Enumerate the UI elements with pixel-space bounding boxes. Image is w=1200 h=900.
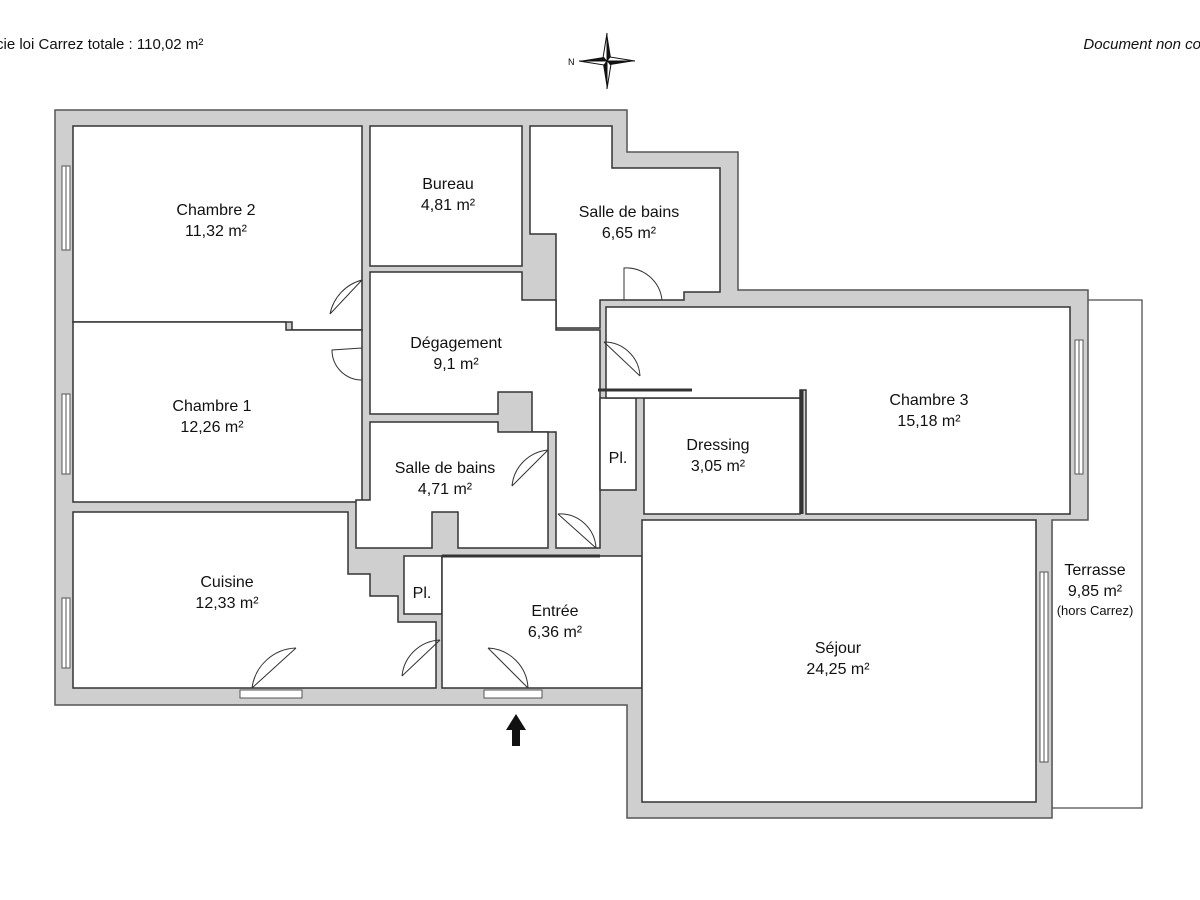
room-name: Chambre 2 xyxy=(176,202,256,219)
room-name: Pl. xyxy=(412,585,432,602)
room-area: 24,25 m² xyxy=(806,661,870,678)
room-area: 6,36 m² xyxy=(527,624,583,641)
label-salle-de-bains-2: Salle de bains 4,71 m² xyxy=(395,458,496,500)
label-salle-de-bains-1: Salle de bains 6,65 m² xyxy=(579,202,680,244)
label-placard-1: Pl. xyxy=(609,448,628,469)
label-bureau: Bureau 4,81 m² xyxy=(421,174,475,216)
room-placard-2 xyxy=(403,555,443,615)
room-name: Dressing xyxy=(686,437,750,454)
room-area: 6,65 m² xyxy=(601,225,657,242)
room-salle-de-bains-2 xyxy=(355,421,549,549)
room-area: 12,26 m² xyxy=(180,419,244,436)
room-name: Salle de bains xyxy=(394,460,496,477)
room-name: Cuisine xyxy=(200,574,254,591)
label-chambre-1: Chambre 1 12,26 m² xyxy=(172,396,251,438)
room-cuisine xyxy=(72,511,437,689)
windows xyxy=(61,165,1084,763)
room-area: 3,05 m² xyxy=(690,458,746,475)
room-placard-1 xyxy=(599,397,637,491)
label-sejour: Séjour 24,25 m² xyxy=(806,638,869,680)
room-name: Entrée xyxy=(531,603,579,620)
room-name: Chambre 3 xyxy=(889,392,969,409)
total-surface-text: cie loi Carrez totale : 110,02 m² xyxy=(0,36,204,53)
room-area: 11,32 m² xyxy=(185,223,247,240)
room-note: (hors Carrez) xyxy=(1056,603,1134,618)
room-name: Salle de bains xyxy=(578,204,680,221)
room-name: Pl. xyxy=(608,450,628,467)
room-name: Bureau xyxy=(422,176,474,193)
label-chambre-3: Chambre 3 15,18 m² xyxy=(889,390,968,432)
room-area: 12,33 m² xyxy=(195,595,259,612)
room-chambre-3 xyxy=(605,306,1071,515)
room-bureau xyxy=(369,125,523,267)
label-terrasse: Terrasse 9,85 m² (hors Carrez) xyxy=(1057,560,1134,619)
room-name: Chambre 1 xyxy=(172,398,252,415)
door-swings xyxy=(251,267,663,689)
room-degagement xyxy=(369,271,601,549)
room-name: Dégagement xyxy=(410,335,502,352)
room-area: 4,81 m² xyxy=(420,197,476,214)
room-area: 4,71 m² xyxy=(417,481,473,498)
compass-north-letter: N xyxy=(568,57,575,67)
entrance-arrow-icon xyxy=(506,714,526,746)
label-degagement: Dégagement 9,1 m² xyxy=(410,333,502,375)
label-chambre-2: Chambre 2 11,32 m² xyxy=(176,200,255,242)
compass-rose-icon: N xyxy=(568,32,636,90)
label-dressing: Dressing 3,05 m² xyxy=(686,435,749,477)
room-area: 9,85 m² xyxy=(1067,583,1123,600)
room-area: 9,1 m² xyxy=(433,356,479,373)
label-placard-2: Pl. xyxy=(413,583,432,604)
disclaimer-text: Document non cor xyxy=(1083,36,1200,53)
room-name: Terrasse xyxy=(1064,562,1126,579)
room-salle-de-bains-1 xyxy=(529,125,721,329)
room-sejour xyxy=(641,519,1037,803)
room-area: 15,18 m² xyxy=(897,413,961,430)
room-chambre-1 xyxy=(72,321,363,503)
room-name: Séjour xyxy=(814,640,862,657)
label-cuisine: Cuisine 12,33 m² xyxy=(195,572,258,614)
label-entree: Entrée 6,36 m² xyxy=(528,601,582,643)
